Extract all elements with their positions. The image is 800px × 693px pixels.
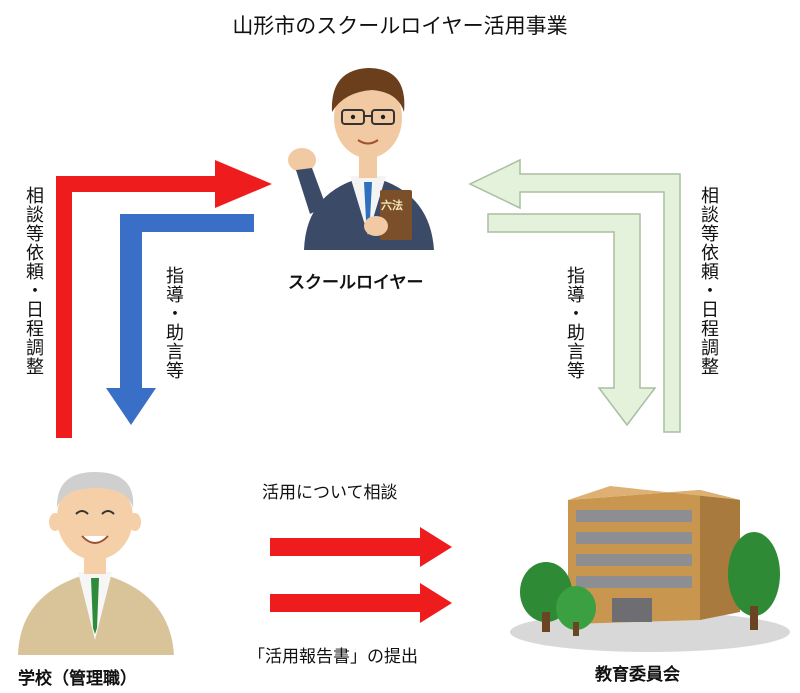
label-consult-on-use: 活用について相談 xyxy=(262,483,398,503)
label-school-to-lawyer: 相談等依頼・日程調整 xyxy=(23,186,44,376)
arrow-lawyer-to-board xyxy=(487,213,657,427)
roppo-book-label: 六法 xyxy=(381,199,403,212)
arrow-school-to-lawyer xyxy=(56,160,272,438)
label-lawyer-to-board: 指導・助言等 xyxy=(564,266,585,380)
arrow-consult-on-use xyxy=(270,527,452,567)
school-admin-label: 学校（管理職） xyxy=(18,669,137,689)
label-lawyer-to-school: 指導・助言等 xyxy=(163,266,184,380)
education-board-label: 教育委員会 xyxy=(595,665,680,685)
arrow-submit-report xyxy=(270,583,452,623)
label-board-to-lawyer: 相談等依頼・日程調整 xyxy=(698,186,719,376)
arrow-lawyer-to-school xyxy=(106,214,254,425)
diagram-title: 山形市のスクールロイヤー活用事業 xyxy=(232,14,568,38)
school-lawyer-illustration xyxy=(288,68,434,250)
label-submit-report: 「活用報告書」の提出 xyxy=(248,647,418,667)
arrow-board-to-lawyer xyxy=(468,158,681,433)
school-lawyer-label: スクールロイヤー xyxy=(288,273,424,293)
